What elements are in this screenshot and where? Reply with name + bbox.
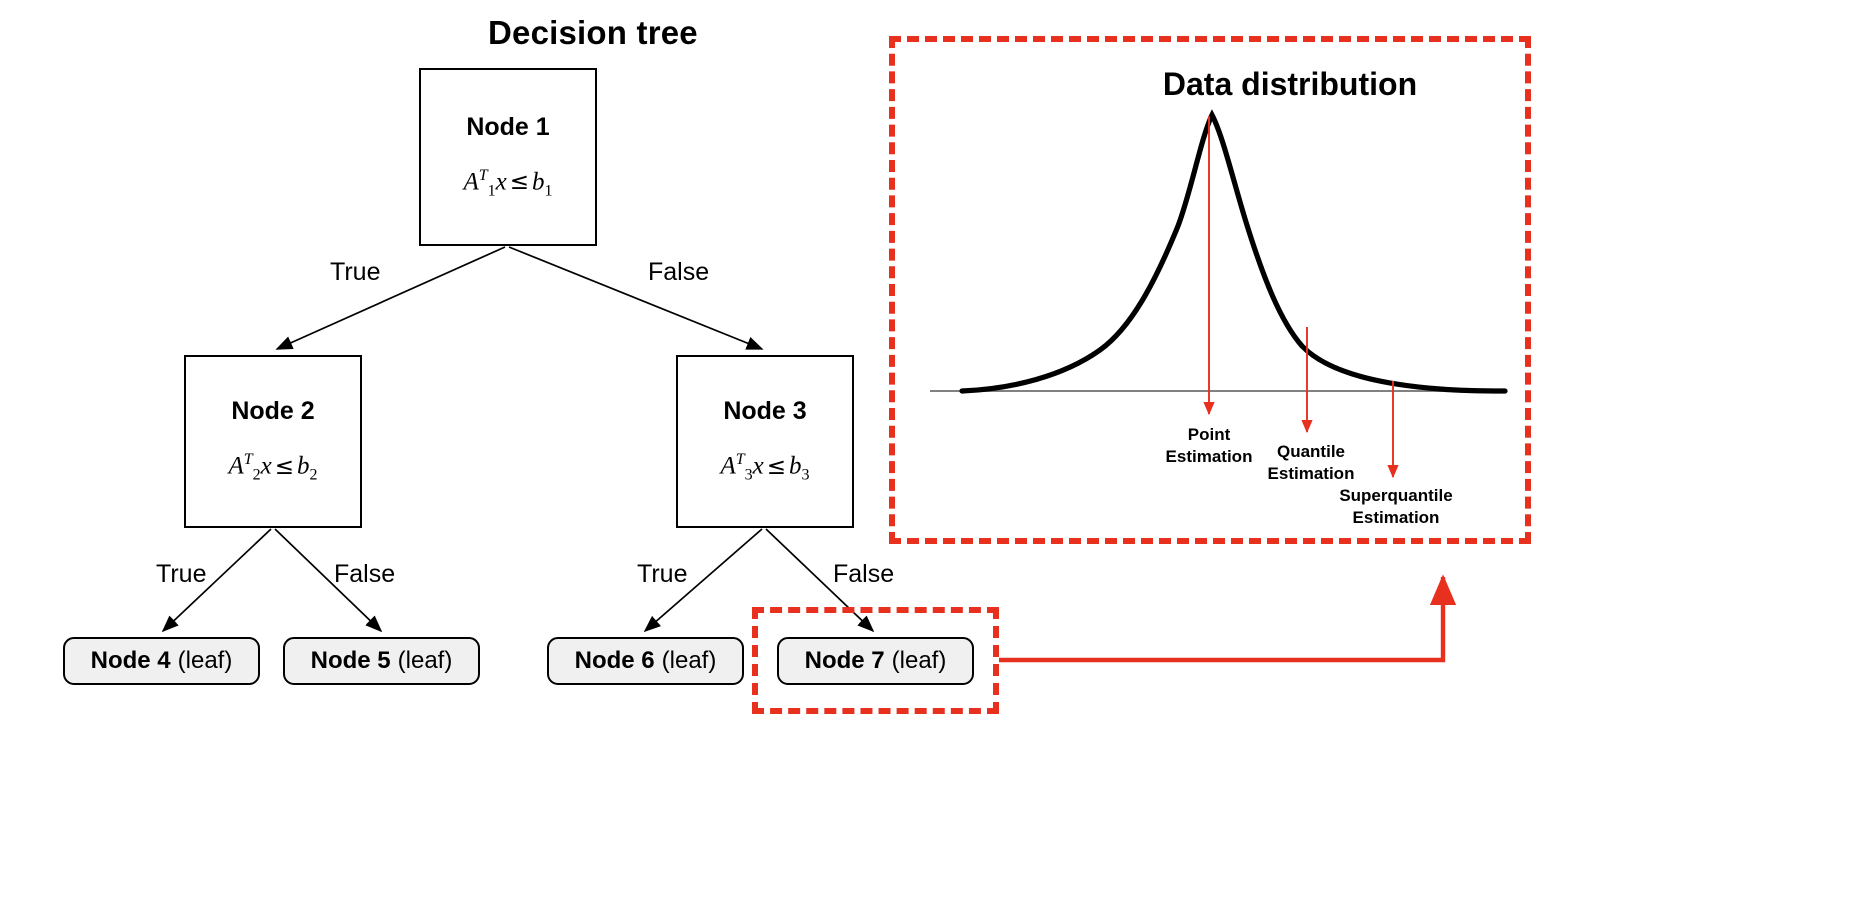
leaf-tag: (leaf) [661, 647, 717, 674]
node-label: Node 1 [466, 112, 550, 141]
edge-node1-node3 [508, 246, 764, 350]
label-line-2: Estimation [1165, 446, 1253, 466]
leq-operator: ≤ [766, 453, 787, 480]
density-curve [959, 109, 1508, 394]
tree-node-1[interactable]: Node 1 AT1x≤b1 [419, 68, 597, 246]
leq-operator: ≤ [509, 169, 530, 196]
label-line-2: Estimation [1267, 463, 1355, 483]
quantile-estimation-label: Quantile Estimation [1268, 441, 1355, 485]
label-line-1: Superquantile [1339, 486, 1453, 505]
edge-label-node3-true: True [637, 560, 688, 588]
edge-node1-node2 [275, 246, 506, 350]
variable-symbol: x [260, 452, 272, 480]
transpose-superscript: T [735, 451, 745, 469]
edge-node2-leaf5 [274, 528, 383, 633]
data-distribution-panel [889, 36, 1531, 544]
tree-leaf-7[interactable]: Node 7(leaf) [777, 637, 974, 685]
leaf-tag: (leaf) [177, 647, 233, 674]
edge-label-root-false: False [648, 258, 710, 286]
edge-label-node2-false: False [334, 560, 396, 588]
node-label: Node 3 [723, 397, 807, 426]
leaf-label: Node 5 [310, 647, 391, 674]
tree-node-2[interactable]: Node 2 AT2x≤b2 [184, 355, 362, 528]
edge-node3-leaf6 [643, 528, 763, 633]
threshold-symbol: b [789, 452, 802, 480]
edge-label-node2-true: True [156, 560, 207, 588]
edge-node2-leaf4 [161, 528, 272, 633]
threshold-subscript: 2 [309, 466, 318, 484]
leaf-label: Node 7 [804, 647, 885, 674]
edge-node3-leaf7 [765, 528, 875, 633]
leaf-tag: (leaf) [397, 647, 453, 674]
leaf-label: Node 4 [90, 647, 171, 674]
edge-label-node3-false: False [833, 560, 895, 588]
threshold-subscript: 3 [801, 466, 810, 484]
node-condition: AT1x≤b1 [463, 166, 553, 200]
node7-to-panel-connector [999, 574, 1457, 663]
tree-leaf-4[interactable]: Node 4(leaf) [63, 637, 260, 685]
tree-leaf-6[interactable]: Node 6(leaf) [547, 637, 744, 685]
variable-symbol: x [495, 168, 507, 196]
index-subscript: 2 [252, 466, 261, 484]
threshold-subscript: 1 [544, 182, 553, 200]
index-subscript: 1 [487, 182, 496, 200]
label-line-1: Point [1187, 425, 1231, 444]
leaf-tag: (leaf) [891, 647, 947, 674]
transpose-superscript: T [478, 166, 488, 184]
tree-leaf-5[interactable]: Node 5(leaf) [283, 637, 480, 685]
matrix-symbol: A [463, 168, 479, 196]
edge-label-root-true: True [330, 258, 381, 286]
label-line-2: Estimation [1352, 507, 1440, 527]
node-condition: AT2x≤b2 [228, 452, 317, 483]
tree-node-3[interactable]: Node 3 AT3x≤b3 [676, 355, 854, 528]
matrix-symbol: A [720, 452, 736, 480]
label-line-1: Quantile [1276, 442, 1345, 461]
leaf-label: Node 6 [574, 647, 655, 674]
page-title: Decision tree [488, 14, 698, 51]
variable-symbol: x [752, 452, 764, 480]
node-condition: AT3x≤b3 [720, 452, 809, 483]
matrix-symbol: A [228, 452, 244, 480]
node-label: Node 2 [231, 397, 315, 426]
node7-highlight-box [752, 607, 999, 714]
transpose-superscript: T [243, 451, 253, 469]
distribution-title: Data distribution [1162, 66, 1418, 102]
leq-operator: ≤ [274, 453, 295, 480]
threshold-symbol: b [532, 168, 545, 196]
superquantile-estimation-label: Superquantile Estimation [1339, 485, 1452, 529]
index-subscript: 3 [744, 466, 753, 484]
threshold-symbol: b [297, 452, 310, 480]
point-estimation-label: Point Estimation [1166, 424, 1253, 468]
